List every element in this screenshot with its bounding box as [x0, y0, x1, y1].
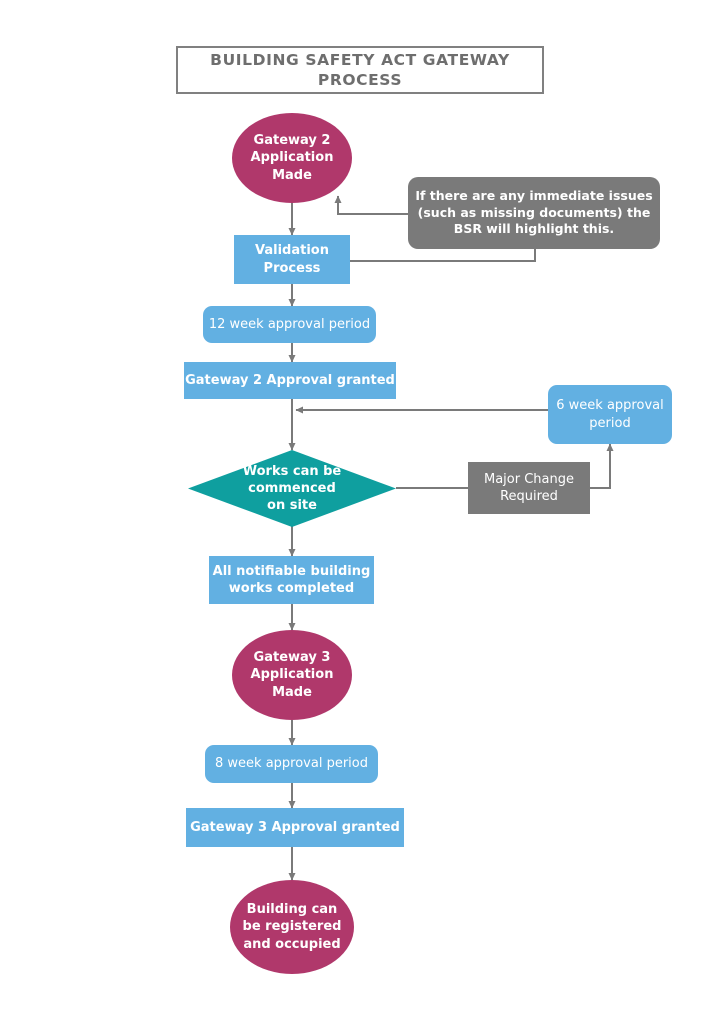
node-gateway2-approval-granted[interactable]: Gateway 2 Approval granted	[184, 362, 396, 399]
edge-validation-to-bsrnote	[350, 248, 536, 262]
node-works-can-be-commenced-label: Works can be commenced on site	[242, 463, 342, 514]
node-gateway3-approval-granted[interactable]: Gateway 3 Approval granted	[186, 808, 404, 847]
node-major-change-required[interactable]: Major Change Required	[468, 462, 590, 514]
node-12-week-approval-period[interactable]: 12 week approval period	[203, 306, 376, 343]
node-validation-process[interactable]: Validation Process	[234, 235, 350, 284]
node-8-week-approval-period[interactable]: 8 week approval period	[205, 745, 378, 783]
node-building-registered-occupied[interactable]: Building can be registered and occupied	[230, 880, 354, 974]
edge-bsrnote-to-gateway2	[334, 195, 408, 215]
node-works-can-be-commenced[interactable]: Works can be commenced on site	[188, 450, 396, 527]
node-all-notifiable-works-completed[interactable]: All notifiable building works completed	[209, 556, 374, 604]
node-gateway2-application[interactable]: Gateway 2 Application Made	[232, 113, 352, 203]
node-bsr-note[interactable]: If there are any immediate issues (such …	[408, 177, 660, 249]
diagram-title: BUILDING SAFETY ACT GATEWAY PROCESS	[176, 46, 544, 94]
node-gateway3-application[interactable]: Gateway 3 Application Made	[232, 630, 352, 720]
node-6-week-approval-period[interactable]: 6 week approval period	[548, 385, 672, 444]
edge-majorchange-to-sixweek	[590, 443, 614, 489]
